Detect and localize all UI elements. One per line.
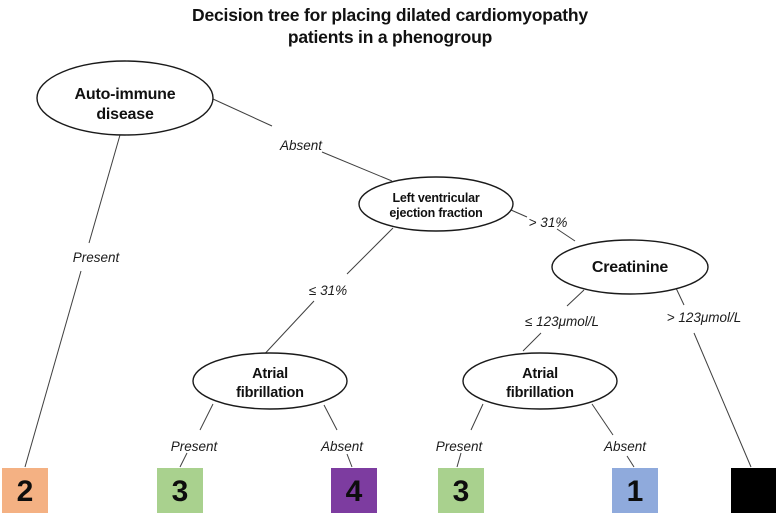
leaf-phenogroup-black (731, 468, 776, 513)
leaf-phenogroup-1: 1 (612, 468, 658, 513)
edge-creatinine-le123-line-upper (566, 289, 585, 307)
edge-af-left-present-line-upper (199, 403, 214, 431)
node-af-right-label-line1: Atrial (522, 366, 558, 382)
node-autoimmune: Auto-immune disease (36, 60, 214, 136)
edge-autoimmune-present-line-lower (24, 270, 82, 468)
leaf-phenogroup-black-box (731, 468, 776, 513)
edge-af-right-present-line-lower (456, 452, 462, 468)
tree-edges (24, 98, 752, 468)
edge-creatinine-le123-line-lower (522, 332, 542, 352)
leaf-phenogroup-3-right-box (438, 468, 484, 513)
edge-label-af-left-present: Present (171, 439, 219, 454)
node-creatinine-ellipse (551, 239, 709, 295)
node-af-left-label-line2: fibrillation (236, 385, 304, 401)
edge-lvef-gt31-line-upper (510, 209, 528, 218)
edge-af-right-absent-line-lower (626, 455, 635, 468)
tree-edge-labels: Present Absent ≤ 31% > 31% ≤ 123μmol/L >… (73, 138, 742, 454)
leaf-phenogroup-1-number: 1 (627, 475, 644, 508)
leaf-phenogroup-2-box (2, 468, 48, 513)
edge-af-left-present-line-lower (179, 452, 188, 468)
figure-title-line2: patients in a phenogroup (288, 27, 492, 47)
edge-label-creatinine-gt123: > 123μmol/L (667, 310, 742, 325)
edge-lvef-gt31-line-lower (556, 228, 576, 242)
edge-lvef-le31-line-upper (346, 227, 394, 275)
edge-label-autoimmune-present: Present (73, 250, 121, 265)
edge-label-autoimmune-absent: Absent (279, 138, 323, 153)
node-af-left-ellipse (192, 352, 348, 410)
node-af-right-label-line2: fibrillation (506, 385, 574, 401)
node-af-right-ellipse (462, 352, 618, 410)
leaf-phenogroup-4: 4 (331, 468, 377, 513)
node-af-right: Atrial fibrillation (462, 352, 618, 410)
edge-creatinine-gt123-line-lower (693, 332, 752, 468)
edge-label-lvef-le31: ≤ 31% (309, 283, 347, 298)
edge-creatinine-gt123-line-upper (675, 287, 685, 306)
figure-title: Decision tree for placing dilated cardio… (192, 5, 589, 47)
node-af-left-label-line1: Atrial (252, 366, 288, 382)
node-autoimmune-label-line1: Auto-immune (75, 86, 176, 103)
edge-af-right-absent-line-upper (591, 403, 614, 436)
leaf-phenogroup-3-left-box (157, 468, 203, 513)
leaf-phenogroup-2: 2 (2, 468, 48, 513)
edge-label-af-left-absent: Absent (320, 439, 364, 454)
edge-autoimmune-absent-line-upper (212, 98, 273, 127)
edge-af-right-present-line-upper (470, 403, 484, 431)
edge-label-af-right-absent: Absent (603, 439, 647, 454)
node-lvef-ellipse (358, 176, 514, 232)
edge-label-creatinine-le123: ≤ 123μmol/L (525, 314, 599, 329)
leaf-phenogroup-1-box (612, 468, 658, 513)
node-lvef-label-line2: ejection fraction (389, 206, 482, 220)
edge-autoimmune-present-line-upper (88, 134, 121, 244)
edge-af-left-absent-line-upper (323, 404, 338, 431)
node-creatinine: Creatinine (551, 239, 709, 295)
node-lvef-label-line1: Left ventricular (392, 191, 479, 205)
leaf-phenogroup-3-right: 3 (438, 468, 484, 513)
leaf-phenogroup-3-left: 3 (157, 468, 203, 513)
leaf-phenogroup-3-left-number: 3 (172, 475, 189, 508)
leaf-phenogroup-4-number: 4 (346, 475, 363, 508)
node-af-left: Atrial fibrillation (192, 352, 348, 410)
leaf-phenogroup-2-number: 2 (17, 475, 34, 508)
edge-af-left-absent-line-lower (346, 453, 353, 468)
edge-lvef-le31-line-lower (258, 300, 315, 361)
edge-autoimmune-absent-line-lower (321, 151, 393, 182)
leaf-phenogroup-4-box (331, 468, 377, 513)
edge-label-af-right-present: Present (436, 439, 484, 454)
node-lvef: Left ventricular ejection fraction (358, 176, 514, 232)
node-autoimmune-ellipse (36, 60, 214, 136)
node-creatinine-label: Creatinine (592, 259, 669, 276)
figure-title-line1: Decision tree for placing dilated cardio… (192, 5, 588, 25)
leaf-phenogroup-3-right-number: 3 (453, 475, 470, 508)
node-autoimmune-label-line2: disease (96, 106, 154, 123)
edge-label-lvef-gt31: > 31% (529, 215, 568, 230)
